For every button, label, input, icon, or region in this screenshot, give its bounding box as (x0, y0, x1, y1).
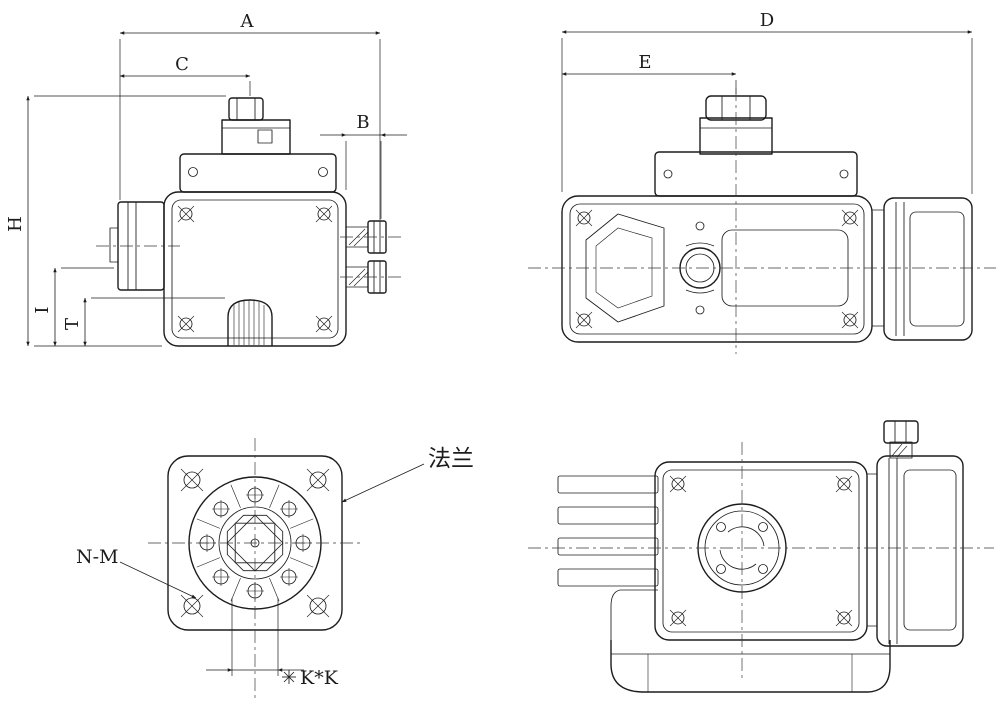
side-centerlines (528, 88, 996, 354)
dim-label-b: B (356, 112, 369, 133)
mounting-holes-leader: N-M (76, 546, 197, 599)
cast-pocket-inner (595, 227, 653, 309)
end-cap-2 (866, 455, 964, 647)
bolt-hole-icon (279, 567, 299, 587)
top-cover (179, 119, 337, 193)
position-indicator-dome (227, 299, 273, 346)
cable-gland-1 (340, 220, 402, 254)
flange-centerlines (148, 438, 362, 700)
corner-screw-icon (177, 205, 195, 223)
mounting-hole-icon (180, 594, 204, 618)
cable-gland-top (883, 420, 919, 459)
web-spokes (196, 484, 314, 602)
bolt-hole-icon (279, 499, 299, 519)
side-top-cover (654, 95, 858, 197)
actuator-housing (163, 191, 347, 347)
corner-screw-icon (177, 315, 195, 333)
corner-screw-icon (669, 475, 687, 493)
side-housing (561, 195, 873, 343)
dim-label-h: H (5, 216, 26, 232)
housing-2 (654, 461, 868, 641)
flange-leader: 法兰 (341, 446, 474, 503)
top-side-view: D E (528, 10, 996, 354)
mounting-holes-label: N-M (76, 546, 119, 568)
flange-view: K*K 法兰 N-M (76, 438, 474, 700)
corner-screw-icon (835, 609, 853, 627)
corner-screw-icon (315, 315, 333, 333)
corner-screw-icon (315, 205, 333, 223)
dim-label-c: C (175, 54, 189, 75)
mounting-hole-icon (306, 594, 330, 618)
base-bracket (610, 640, 891, 693)
square-drive-label: K*K (300, 667, 339, 689)
mounting-hole-icon (180, 468, 204, 492)
bottom-side-view (528, 420, 994, 693)
indicator-cap (228, 97, 264, 121)
mounting-hole-icon (306, 468, 330, 492)
cast-pocket (585, 213, 665, 323)
bottom-centerlines (528, 442, 994, 678)
front-view: A C B H I T (5, 11, 407, 347)
eight-point-star-icon (282, 670, 296, 684)
handwheel (96, 201, 180, 291)
corner-screw-icon (841, 311, 859, 329)
cable-gland-2 (340, 260, 402, 294)
front-dimension-lines: A C B H I T (5, 11, 407, 347)
corner-screw-icon (841, 209, 859, 227)
end-cap (871, 197, 973, 341)
flange-label: 法兰 (428, 446, 474, 472)
dim-label-a: A (240, 11, 255, 32)
dim-label-t: T (62, 318, 83, 330)
dim-label-i: I (32, 306, 53, 313)
bolt-hole-icon (211, 499, 231, 519)
kk-dimension: K*K (206, 598, 339, 689)
dim-label-e: E (638, 52, 651, 73)
side-dimension-lines: D E (561, 10, 973, 194)
corner-screw-icon (835, 475, 853, 493)
corner-screw-icon (669, 609, 687, 627)
bolt-hole-icon (211, 567, 231, 587)
corner-screw-icon (575, 311, 593, 329)
heat-sink-fins (557, 475, 659, 640)
corner-screw-icon (575, 209, 593, 227)
dim-label-d: D (760, 10, 774, 31)
